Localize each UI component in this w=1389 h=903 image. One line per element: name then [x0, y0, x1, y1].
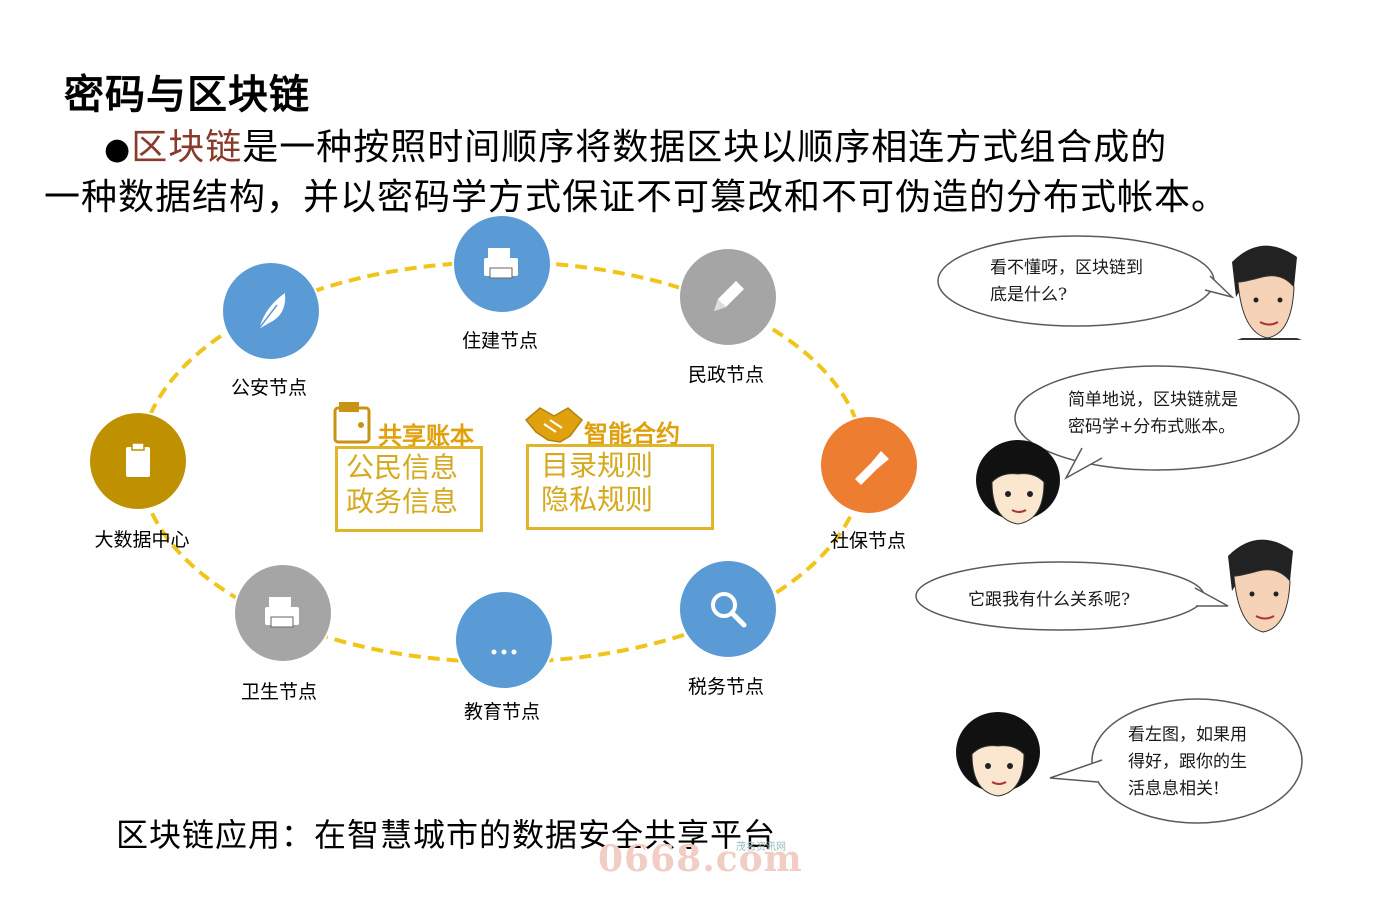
shared-ledger-item: 公民信息	[346, 451, 459, 484]
node-2	[678, 247, 778, 347]
bubble-line: 底是什么?	[990, 285, 1068, 305]
node-label: 公安节点	[230, 377, 308, 399]
clipboard-icon	[126, 442, 150, 477]
bullet-dot: ●	[104, 132, 132, 167]
node-7	[88, 411, 188, 511]
speech-bubble-1	[937, 235, 1235, 327]
node-4	[678, 559, 778, 659]
flashlight-icon	[855, 451, 889, 485]
definition-text-1: 是一种按照时间顺序将数据区块以顺序相连方式组合成的	[242, 127, 1168, 168]
woman-avatar-2	[956, 712, 1040, 797]
pencil-icon	[714, 281, 744, 311]
node-label: 住建节点	[461, 330, 539, 352]
smart-contract-box: 目录规则 隐私规则	[526, 444, 714, 530]
watermark-logo: 0668.com	[598, 838, 803, 880]
handshake-icon	[524, 407, 584, 443]
smart-contract-item: 目录规则	[541, 449, 654, 482]
bubble-text-2: 简单地说，区块链就是 密码学+分布式账本。	[1068, 387, 1238, 441]
bubble-line: 看不懂呀，区块链到	[990, 258, 1143, 278]
node-3	[819, 415, 919, 515]
magnifier-icon	[711, 592, 747, 628]
node-label: 卫生节点	[240, 681, 318, 703]
bubble-line: 密码学+分布式账本。	[1068, 417, 1236, 437]
node-6	[233, 563, 333, 663]
bubble-text-3: 它跟我有什么关系呢?	[968, 587, 1130, 614]
footer-caption: 区块链应用：在智慧城市的数据安全共享平台	[116, 816, 777, 854]
node-8	[221, 261, 321, 361]
term-blockchain: 区块链	[131, 127, 243, 168]
bubble-line: 看左图，如果用	[1128, 725, 1247, 745]
watermark-subtext: 茂名资讯网	[736, 842, 786, 853]
man-avatar-1	[1232, 245, 1302, 340]
woman-avatar-1	[976, 440, 1060, 525]
definition-line-2: 一种数据结构，并以密码学方式保证不可篡改和不可伪造的分布式帐本。	[44, 177, 1229, 218]
shared-ledger-item: 政务信息	[346, 485, 459, 518]
definition-line-1: ●区块链是一种按照时间顺序将数据区块以顺序相连方式组合成的	[104, 118, 1167, 170]
node-5	[454, 590, 554, 690]
bubble-line: 它跟我有什么关系呢?	[968, 590, 1131, 610]
man-avatar-2	[1228, 539, 1293, 633]
smart-contract-title: 智能合约	[584, 420, 680, 448]
node-circle	[678, 559, 778, 659]
node-label: 民政节点	[687, 364, 765, 386]
shared-ledger-title: 共享账本	[378, 422, 474, 450]
wallet-icon	[333, 402, 371, 444]
ellipsis-icon	[491, 649, 517, 655]
bubble-line: 活息息相关!	[1128, 779, 1220, 799]
bubble-line: 简单地说，区块链就是	[1068, 390, 1238, 410]
feather-icon	[256, 293, 286, 332]
bubble-text-1: 看不懂呀，区块链到 底是什么?	[990, 255, 1143, 309]
node-label: 教育节点	[463, 701, 541, 723]
node-label: 社保节点	[829, 530, 907, 552]
node-circle	[454, 590, 554, 690]
slide-title: 密码与区块链	[64, 72, 310, 118]
printer-icon	[484, 248, 518, 279]
node-1	[452, 214, 552, 314]
printer-icon	[265, 597, 299, 628]
bubble-line: 得好，跟你的生	[1128, 752, 1247, 772]
speech-bubble-4	[1049, 698, 1303, 824]
node-label: 大数据中心	[94, 529, 190, 551]
bubble-text-4: 看左图，如果用 得好，跟你的生 活息息相关!	[1128, 722, 1247, 803]
smart-contract-item: 隐私规则	[541, 483, 654, 516]
shared-ledger-box: 公民信息 政务信息	[335, 446, 483, 532]
speech-bubble-2	[1014, 365, 1300, 480]
node-label: 税务节点	[687, 676, 765, 698]
speech-bubble-3	[915, 561, 1229, 631]
